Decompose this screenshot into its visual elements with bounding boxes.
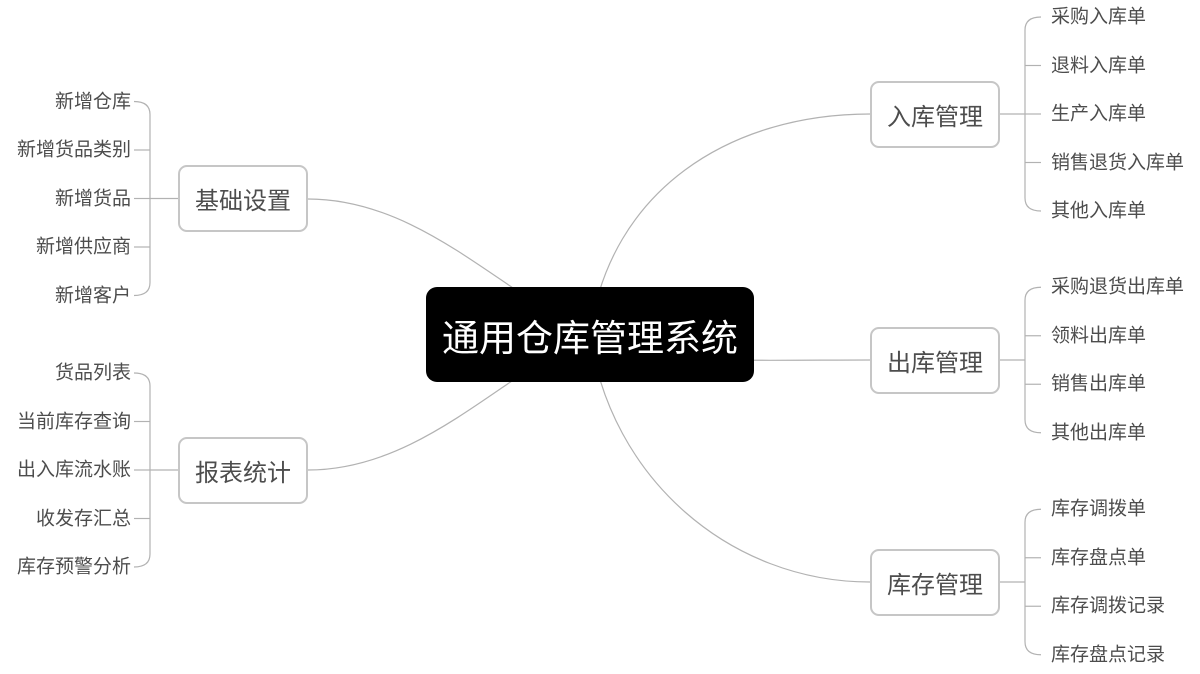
branch-topic-label: 报表统计: [195, 459, 291, 487]
branch-topic[interactable]: 出库管理: [870, 326, 1000, 394]
root-topic-label: 通用仓库管理系统: [442, 317, 738, 359]
subtopic-label[interactable]: 收发存汇总: [35, 508, 131, 529]
subtopic-label[interactable]: 采购入库单: [1051, 6, 1147, 28]
subtopic-label[interactable]: 出入库流水账: [16, 459, 131, 481]
subtopic-label[interactable]: 新增客户: [54, 285, 131, 306]
branch-topic[interactable]: 基础设置: [178, 165, 308, 232]
branch-topic-label: 库存管理: [887, 571, 983, 599]
subtopic-label[interactable]: 库存预警分析: [16, 556, 131, 578]
subtopic-label[interactable]: 库存调拨单: [1051, 498, 1147, 520]
subtopic-label[interactable]: 新增仓库: [54, 91, 131, 112]
subtopic-label[interactable]: 库存盘点记录: [1051, 644, 1166, 666]
subtopic-label[interactable]: 货品列表: [54, 362, 131, 384]
subtopic-label[interactable]: 采购退货出库单: [1051, 276, 1185, 298]
branch-topic-label: 出库管理: [887, 349, 983, 377]
branch-topic-label: 入库管理: [887, 103, 983, 131]
child-bracket: [1024, 508, 1042, 656]
root-branch-curve: [589, 333, 871, 583]
branch-topic[interactable]: 入库管理: [870, 80, 1000, 148]
subtopic-label[interactable]: 销售退货入库单: [1051, 152, 1185, 173]
branch-topic[interactable]: 库存管理: [870, 548, 1000, 616]
branch-topic-label: 基础设置: [195, 188, 291, 215]
root-topic[interactable]: 通用仓库管理系统: [426, 287, 754, 382]
subtopic-label[interactable]: 新增货品类别: [16, 139, 131, 161]
subtopic-label[interactable]: 领料出库单: [1051, 325, 1147, 347]
subtopic-label[interactable]: 库存调拨记录: [1051, 595, 1166, 617]
child-bracket: [1024, 286, 1042, 434]
subtopic-label[interactable]: 新增供应商: [35, 236, 131, 258]
subtopic-label[interactable]: 库存盘点单: [1051, 547, 1147, 569]
subtopic-label[interactable]: 新增货品: [54, 188, 131, 209]
subtopic-label[interactable]: 其他入库单: [1051, 200, 1147, 222]
subtopic-label[interactable]: 退料入库单: [1051, 55, 1147, 76]
subtopic-label[interactable]: 生产入库单: [1051, 103, 1147, 125]
root-branch-curve: [589, 113, 871, 335]
subtopic-label[interactable]: 当前库存查询: [16, 411, 131, 432]
branch-topic[interactable]: 报表统计: [178, 436, 308, 504]
subtopic-label[interactable]: 销售出库单: [1051, 373, 1147, 395]
subtopic-label[interactable]: 其他出库单: [1051, 422, 1147, 444]
